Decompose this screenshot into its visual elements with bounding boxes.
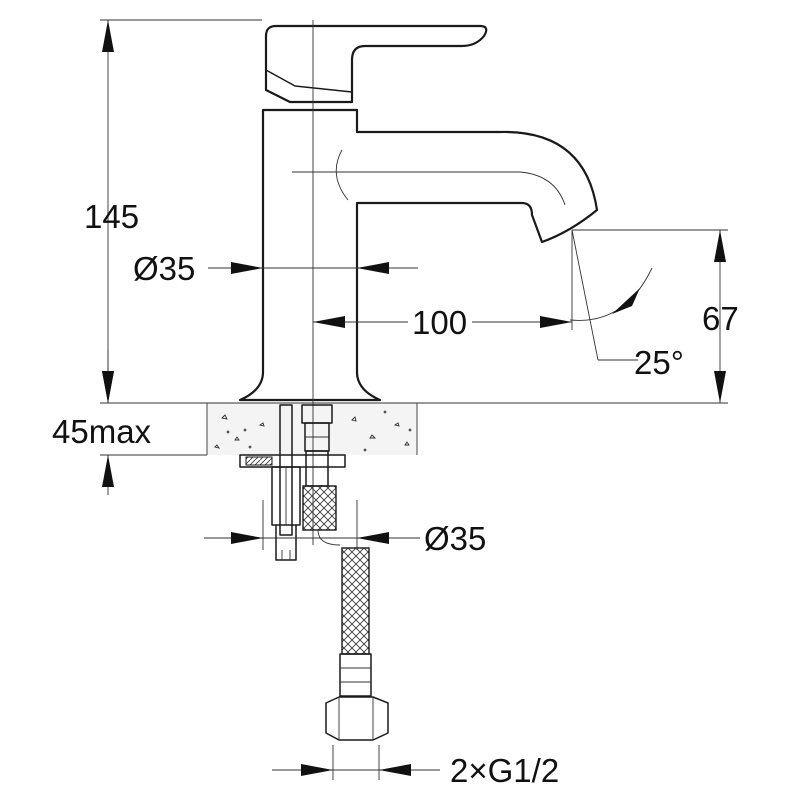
- hose-crimp-sleeve: [339, 653, 372, 697]
- dim-label-g12: 2×G1/2: [450, 752, 559, 789]
- dimension-spout-reach: 100: [313, 304, 572, 341]
- dimension-hole-diameter: Ø35: [204, 500, 486, 557]
- fixing-rod: [279, 404, 293, 536]
- dim-label-45max: 45max: [52, 413, 152, 450]
- dim-label-67: 67: [702, 300, 739, 337]
- countertop-speckles: [214, 410, 412, 452]
- dimension-spout-height: 67: [702, 230, 739, 403]
- fixing-washer: [245, 456, 273, 466]
- hose-fitting-body: [305, 450, 329, 487]
- spout-angle-line: [571, 229, 599, 361]
- dim-label-hole-diameter: Ø35: [424, 520, 486, 557]
- flexible-hose: [325, 547, 389, 741]
- dimension-body-diameter: Ø35: [133, 250, 418, 287]
- dim-label-25deg: 25°: [634, 344, 684, 381]
- hose-nut-g12: [325, 696, 389, 741]
- lever-handle-edge: [265, 69, 353, 93]
- dim-label-100: 100: [412, 304, 467, 341]
- dimension-height-total: 145: [84, 20, 139, 403]
- lower-braided-hose: [341, 547, 370, 655]
- body-and-spout: [238, 108, 599, 402]
- countertop-fill: [207, 403, 417, 455]
- mounting-hardware: [239, 404, 346, 561]
- dim-label-145: 145: [84, 198, 139, 235]
- faucet-body: [238, 24, 599, 402]
- lever-handle: [264, 24, 488, 104]
- fixing-stud: [275, 525, 297, 561]
- dimension-spout-angle: 25°: [569, 267, 684, 381]
- dimension-connection-thread: 2×G1/2: [272, 745, 559, 789]
- dimension-deck-thickness: 45max: [52, 350, 152, 495]
- dim-label-body-diameter: Ø35: [133, 250, 195, 287]
- spout-inner-contour: [335, 149, 566, 206]
- upper-braided-hose: [302, 485, 337, 531]
- countertop-section: [206, 403, 418, 455]
